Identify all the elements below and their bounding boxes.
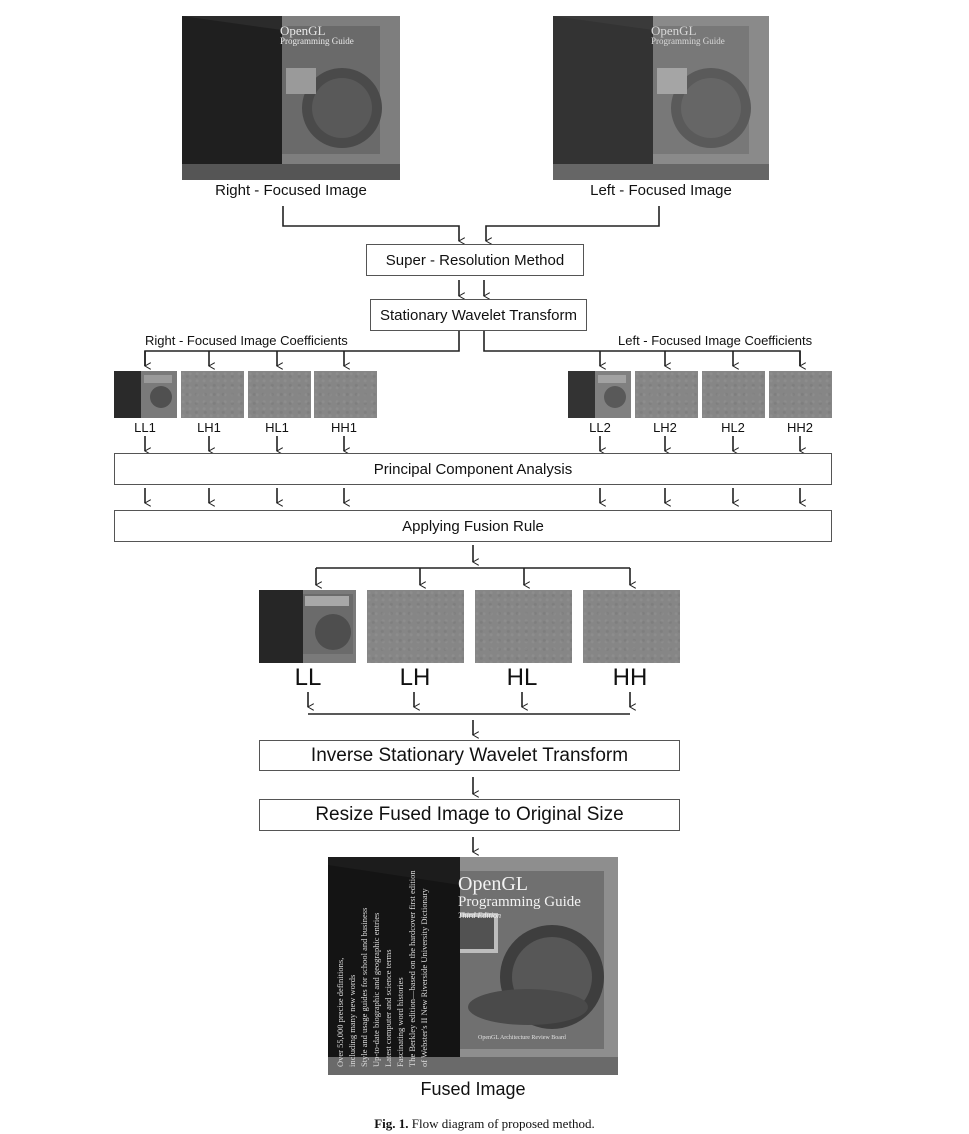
iswt-label: Inverse Stationary Wavelet Transform [310,744,629,766]
connector-right-input [282,206,459,241]
right-focused-image: OpenGL Programming Guide [182,16,400,180]
fused-lh-image [367,590,464,663]
iswt-box: Inverse Stationary Wavelet Transform [259,740,680,771]
book-title-right: OpenGL Programming Guide [280,23,354,46]
coef-label-lh1: LH1 [197,420,221,435]
coef-label-ll1: LL1 [134,420,156,435]
book-title-left: OpenGL Programming Guide [651,23,725,46]
swt-label: Stationary Wavelet Transform [379,306,577,324]
resize-label: Resize Fused Image to Original Size [315,804,624,825]
pca-box: Principal Component Analysis [114,453,832,485]
fused-ll-image [259,590,356,663]
swt-box: Stationary Wavelet Transform [370,299,587,331]
figure-caption-text: Flow diagram of proposed method. [408,1116,595,1131]
fused-label-ll: LL [294,664,322,691]
fused-label-hl: HL [506,664,538,691]
coef-label-hl1: HL1 [265,420,289,435]
figure-caption: Fig. 1. Flow diagram of proposed method. [0,1116,969,1132]
coef-lh2-image [635,371,698,418]
fused-output-image: OpenGL Programming Guide Third Edition O… [328,857,618,1075]
right-coefficients-title: Right - Focused Image Coefficients [145,333,348,348]
fused-label-lh: LH [399,664,431,691]
coef-lh1-image [181,371,244,418]
right-focused-label: Right - Focused Image [215,182,367,199]
figure-number: Fig. 1. [374,1116,409,1131]
coef-label-hl2: HL2 [721,420,745,435]
fusion-rule-label: Applying Fusion Rule [402,517,544,535]
fused-book-title: OpenGL Programming Guide Third Edition [458,873,581,920]
coef-label-ll2: LL2 [589,420,611,435]
super-resolution-label: Super - Resolution Method [385,251,565,269]
fusion-rule-box: Applying Fusion Rule [114,510,832,542]
fused-image-label: Fused Image [420,1079,526,1099]
left-focused-image: OpenGL Programming Guide [553,16,769,180]
book-photo-fused [328,857,618,1075]
book-photo-left [553,16,769,180]
coef-hl2-image [702,371,765,418]
coef-ll2-image [568,371,631,418]
coef-label-hh2: HH2 [786,420,813,435]
left-focused-label: Left - Focused Image [590,182,732,199]
resize-box: Resize Fused Image to Original Size [259,799,680,831]
super-resolution-box: Super - Resolution Method [366,244,584,276]
coef-hl1-image [248,371,311,418]
coef-hh2-image [769,371,832,418]
fused-book-spine-text: Over 55,000 precise definitions, includi… [335,870,429,1067]
coef-hh1-image [314,371,377,418]
coef-ll1-image [114,371,177,418]
left-coefficients-title: Left - Focused Image Coefficients [618,333,813,348]
fused-hl-image [475,590,572,663]
connector-left-input [486,206,660,241]
fused-label-hh: HH [612,664,648,691]
book-photo-right [182,16,400,180]
coef-label-lh2: LH2 [653,420,677,435]
fused-book-board: OpenGL Architecture Review Board [478,1035,566,1041]
coef-label-hh1: HH1 [330,420,357,435]
pca-label: Principal Component Analysis [373,460,573,478]
fused-hh-image [583,590,680,663]
